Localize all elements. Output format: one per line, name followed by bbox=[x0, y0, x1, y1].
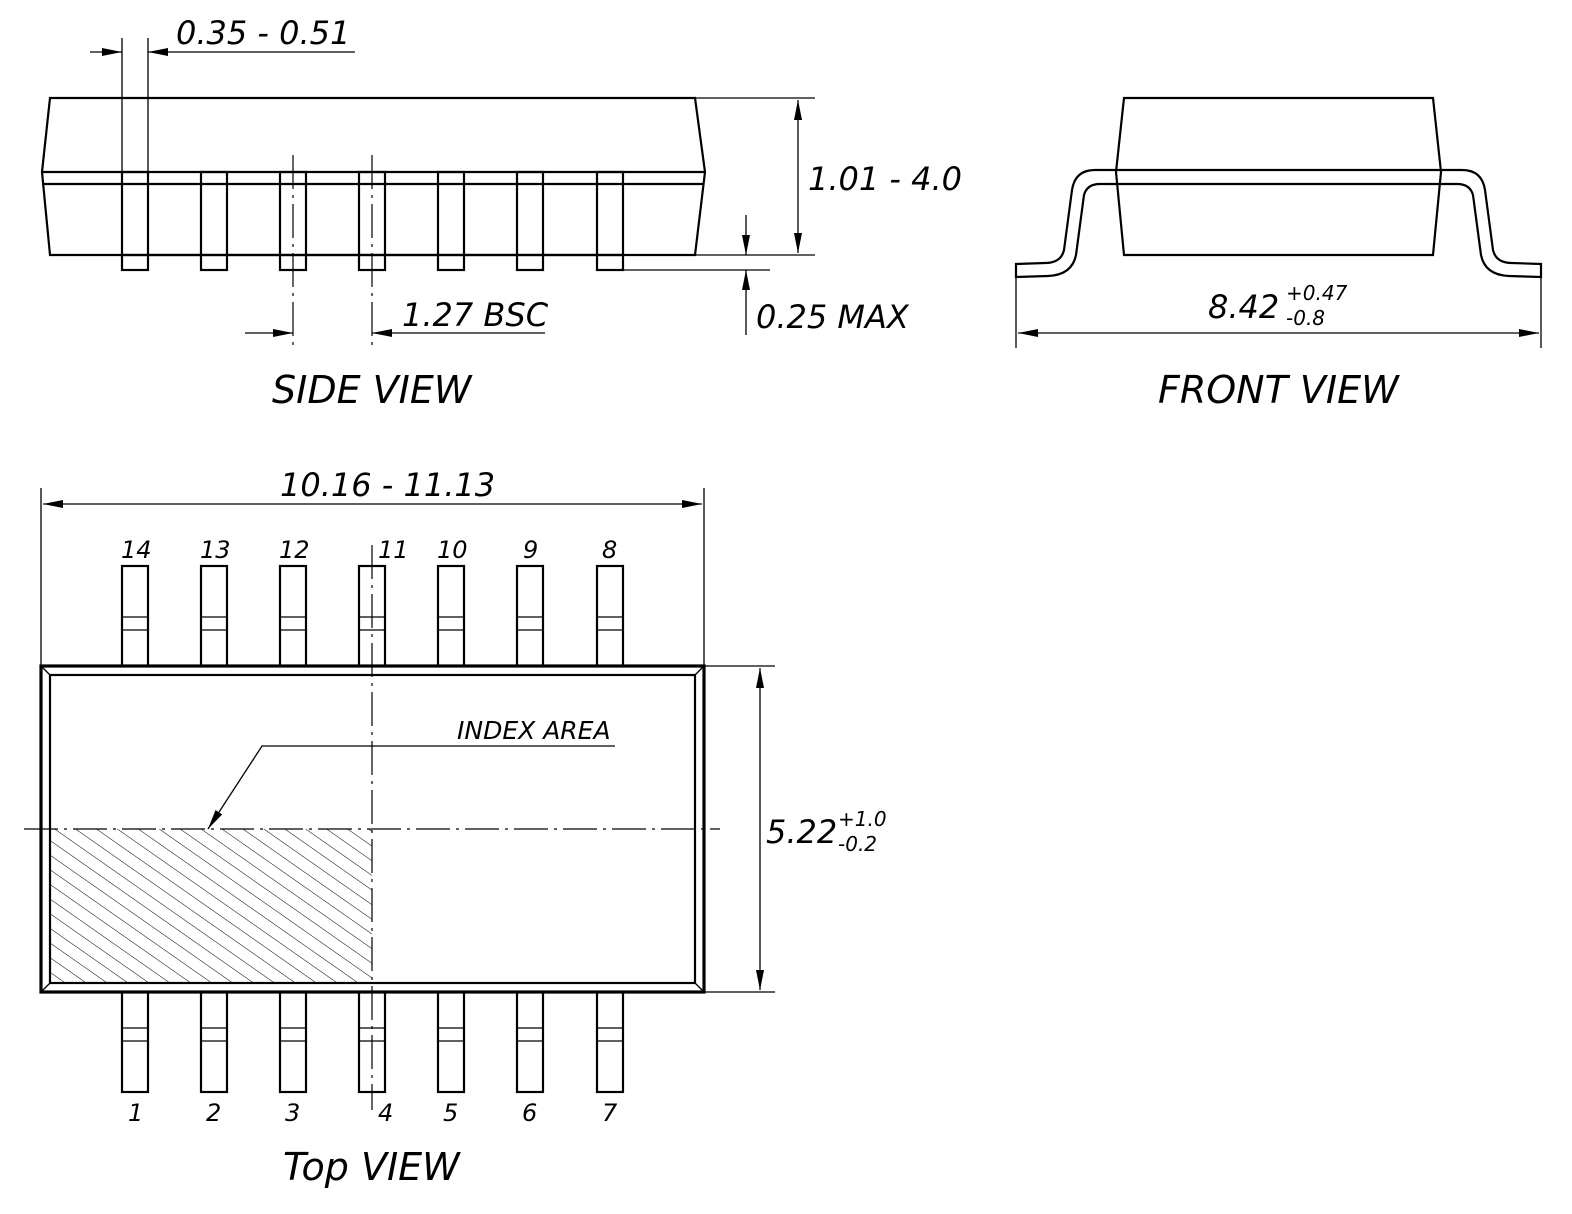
pin-label: 2 bbox=[206, 1099, 221, 1127]
pin-label: 13 bbox=[200, 536, 231, 564]
pin-label: 3 bbox=[285, 1099, 300, 1127]
pin-label: 8 bbox=[602, 536, 617, 564]
front-lead-left bbox=[1014, 168, 1116, 279]
front-view-title: FRONT VIEW bbox=[1158, 368, 1400, 412]
dim-pitch-label: 1.27 BSC bbox=[402, 296, 549, 334]
dim-front-width: 8.42 +0.47 -0.8 bbox=[1015, 277, 1542, 348]
side-body bbox=[40, 96, 707, 257]
pin-label: 5 bbox=[443, 1099, 458, 1127]
pin-label: 12 bbox=[279, 536, 310, 564]
side-view-title: SIDE VIEW bbox=[272, 368, 473, 412]
top-view-title: Top VIEW bbox=[283, 1145, 461, 1189]
dim-top-tol-plus: +1.0 bbox=[838, 807, 887, 831]
index-area-callout: INDEX AREA bbox=[207, 716, 615, 830]
pin-labels-bottom: 1 2 3 4 5 6 7 bbox=[128, 1099, 618, 1127]
pin-label: 1 bbox=[128, 1099, 143, 1127]
dim-front-width-label: 8.42 bbox=[1208, 288, 1279, 326]
front-lead-right bbox=[1441, 168, 1543, 279]
dim-lead-width-label: 0.35 - 0.51 bbox=[176, 14, 350, 52]
side-lead bbox=[515, 170, 545, 272]
dim-top-length: 10.16 - 11.13 bbox=[40, 466, 705, 666]
top-view: 14 13 12 11 10 9 8 1 2 3 4 5 6 7 INDEX A… bbox=[24, 466, 887, 1189]
dim-pitch: 1.27 BSC bbox=[245, 155, 549, 348]
side-lead bbox=[436, 170, 466, 272]
front-view: 8.42 +0.47 -0.8 FRONT VIEW bbox=[1014, 96, 1543, 412]
pin-label: 6 bbox=[522, 1099, 537, 1127]
index-area-hatch bbox=[50, 829, 372, 982]
pin-labels-top: 14 13 12 11 10 9 8 bbox=[121, 536, 617, 564]
pin-label: 11 bbox=[378, 536, 409, 564]
side-lead bbox=[595, 170, 625, 272]
dim-front-tol-plus: +0.47 bbox=[1286, 281, 1348, 305]
dim-front-tol-minus: -0.8 bbox=[1286, 306, 1325, 330]
dim-top-width-label: 5.22 bbox=[766, 813, 837, 851]
dim-top-width: 5.22 +1.0 -0.2 bbox=[704, 665, 887, 993]
side-lead bbox=[199, 170, 229, 272]
pin-label: 4 bbox=[378, 1099, 393, 1127]
dim-height: 1.01 - 4.0 bbox=[695, 97, 962, 256]
dim-standoff-label: 0.25 MAX bbox=[756, 298, 910, 336]
pin-label: 10 bbox=[437, 536, 468, 564]
side-view: 0.35 - 0.51 1.01 - 4.0 0.25 MAX 1.27 BSC… bbox=[40, 14, 962, 412]
dim-height-label: 1.01 - 4.0 bbox=[808, 160, 962, 198]
dim-lead-width: 0.35 - 0.51 bbox=[90, 14, 355, 172]
pin-label: 7 bbox=[602, 1099, 618, 1127]
dim-top-length-label: 10.16 - 11.13 bbox=[280, 466, 495, 504]
pin-label: 14 bbox=[121, 536, 152, 564]
dim-standoff: 0.25 MAX bbox=[623, 215, 910, 336]
side-lead bbox=[120, 170, 150, 272]
index-area-label: INDEX AREA bbox=[457, 716, 611, 745]
dim-top-tol-minus: -0.2 bbox=[838, 832, 877, 856]
top-pins bbox=[120, 564, 625, 668]
front-body bbox=[1114, 96, 1443, 257]
pin-label: 9 bbox=[523, 536, 538, 564]
